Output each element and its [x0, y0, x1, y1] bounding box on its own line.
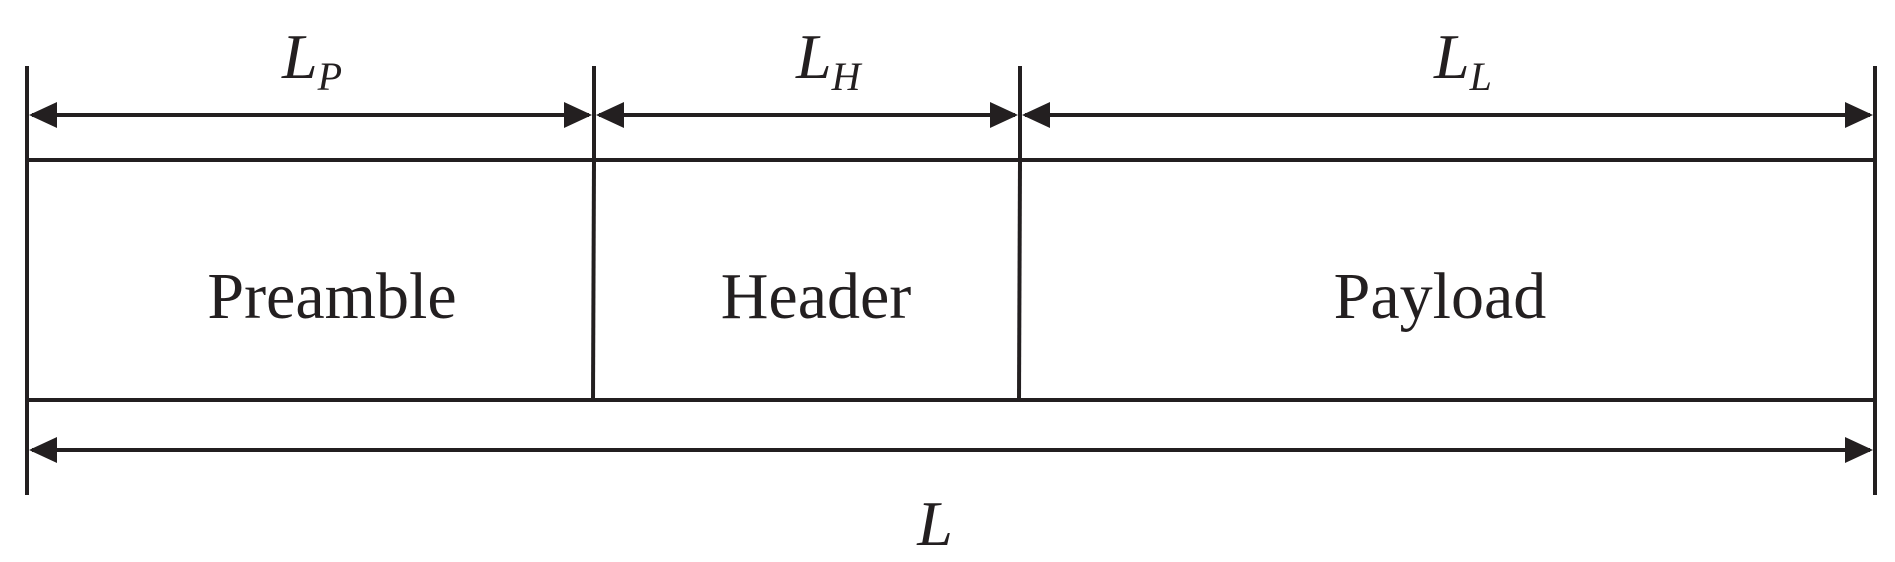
payload-length-label: LL: [1433, 21, 1492, 99]
payload-dimension-arrow: [1022, 102, 1873, 128]
preamble-length-symbol: L: [281, 21, 318, 92]
preamble-arrow-right-head: [564, 102, 592, 128]
preamble-length-subscript: P: [317, 54, 342, 99]
header-dimension-arrow: [596, 102, 1018, 128]
payload-arrow-left-head: [1022, 102, 1050, 128]
header-arrow-left-head: [596, 102, 624, 128]
header-label: Header: [721, 260, 912, 333]
header-length-label: LH: [795, 21, 863, 99]
header-payload-divider: [1017, 159, 1022, 401]
payload-length-symbol: L: [1433, 21, 1470, 92]
preamble-header-divider: [591, 159, 596, 401]
payload-label: Payload: [1334, 260, 1547, 333]
frame-box: [27, 158, 1875, 402]
payload-length-subscript: L: [1469, 54, 1492, 99]
header-length-subscript: H: [831, 54, 863, 99]
total-arrow-right-head: [1845, 437, 1873, 463]
preamble-arrow-left-head: [29, 102, 57, 128]
preamble-label: Preamble: [207, 260, 456, 333]
total-length-label: L: [916, 488, 953, 559]
payload-arrow-right-head: [1845, 102, 1873, 128]
preamble-length-label: LP: [281, 21, 342, 99]
preamble-dimension-arrow: [29, 102, 592, 128]
total-arrow-left-head: [29, 437, 57, 463]
header-length-symbol: L: [795, 21, 832, 92]
header-arrow-right-head: [990, 102, 1018, 128]
total-dimension-arrow: [29, 437, 1873, 463]
